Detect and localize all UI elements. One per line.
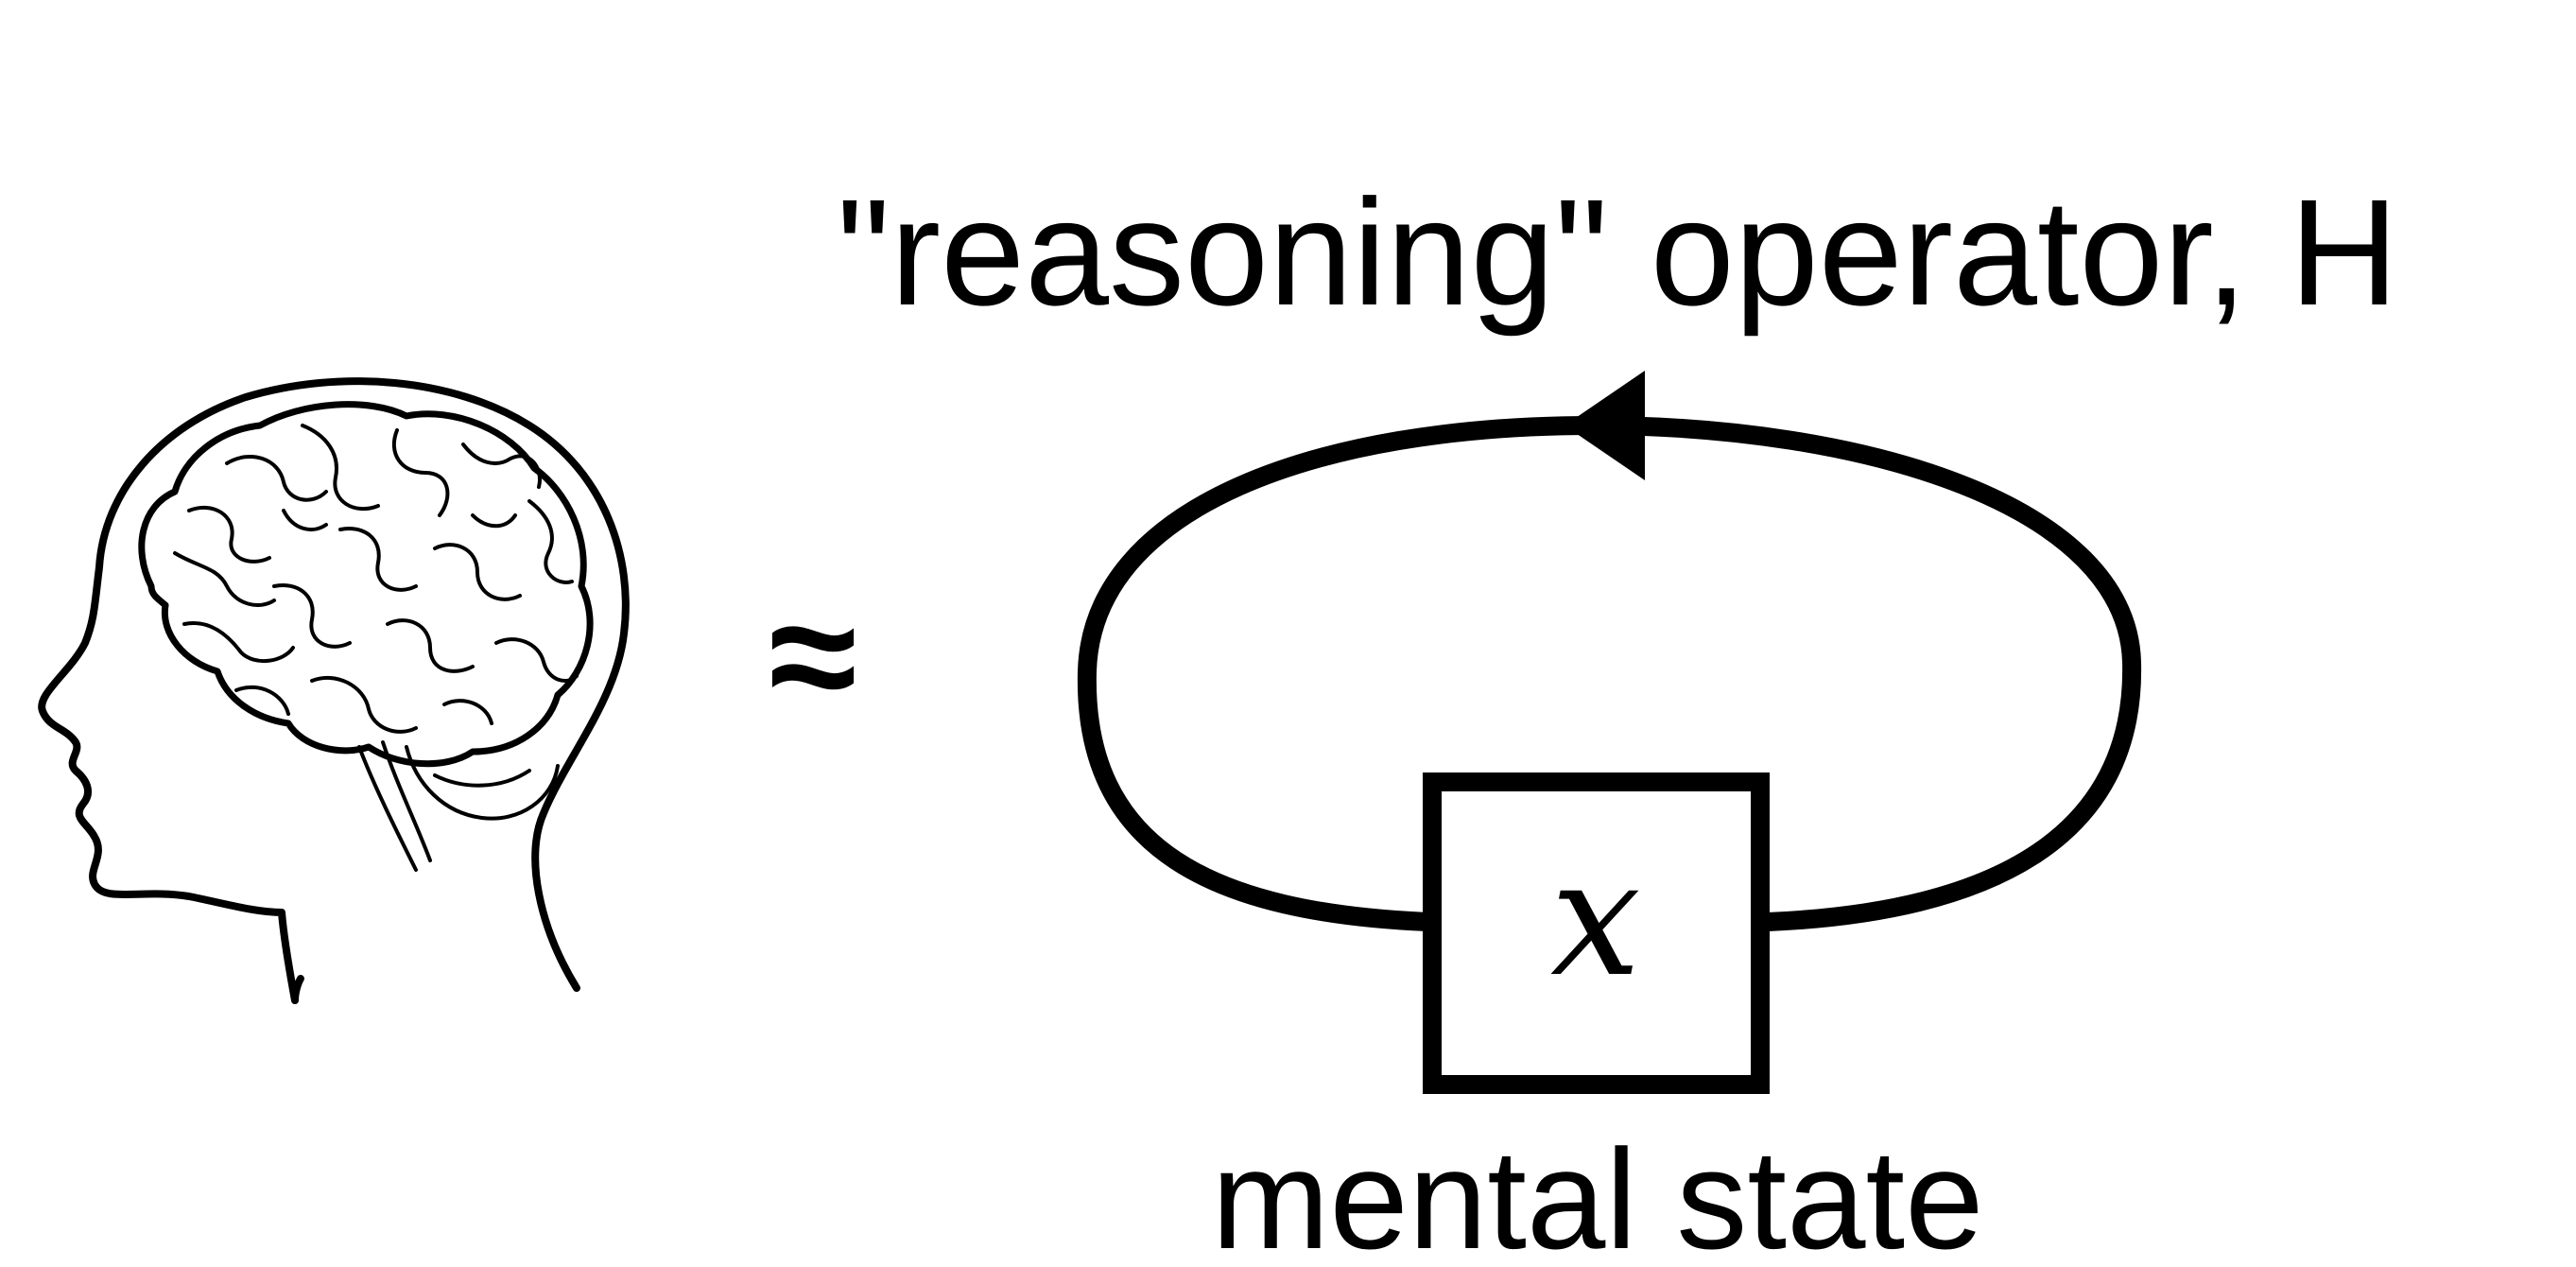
arrow-head-icon	[1565, 371, 1645, 480]
head-outline	[38, 377, 630, 1004]
brain-folds	[173, 424, 579, 872]
state-variable: x	[1550, 825, 1641, 1013]
operator-label-text: "reasoning" operator,	[837, 167, 2290, 337]
operator-label: "reasoning" operator, H	[837, 167, 2398, 337]
state-box	[1423, 772, 1770, 1094]
operator-symbol: H	[2290, 167, 2399, 337]
state-label: mental state	[1211, 1119, 1983, 1267]
approx-symbol: ≈	[769, 566, 856, 746]
head-with-brain-icon	[38, 377, 630, 1004]
brain-outline	[138, 401, 594, 768]
